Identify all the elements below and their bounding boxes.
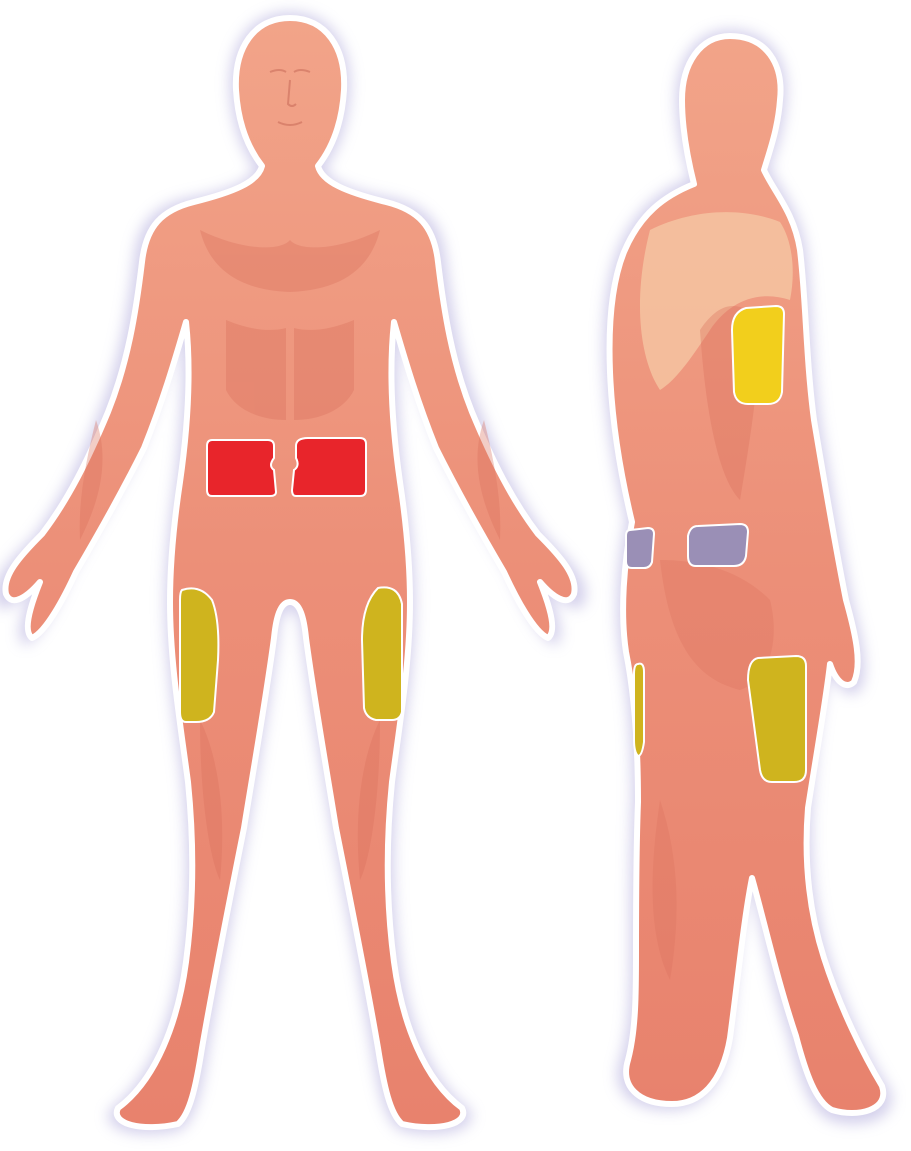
zone-abdomen-left[interactable] [207,440,276,496]
zone-buttock-right[interactable] [688,524,748,566]
back-body [610,36,884,1113]
zone-thigh-right[interactable] [362,587,402,720]
back-figure [604,30,892,1124]
front-body [5,18,574,1127]
front-figure [0,12,586,1134]
zone-thigh-left[interactable] [180,588,218,722]
zone-abdomen-right[interactable] [292,438,366,496]
zone-upper-arm[interactable] [732,306,784,404]
zone-buttock-left[interactable] [626,528,654,568]
zone-thigh-side[interactable] [634,664,644,756]
